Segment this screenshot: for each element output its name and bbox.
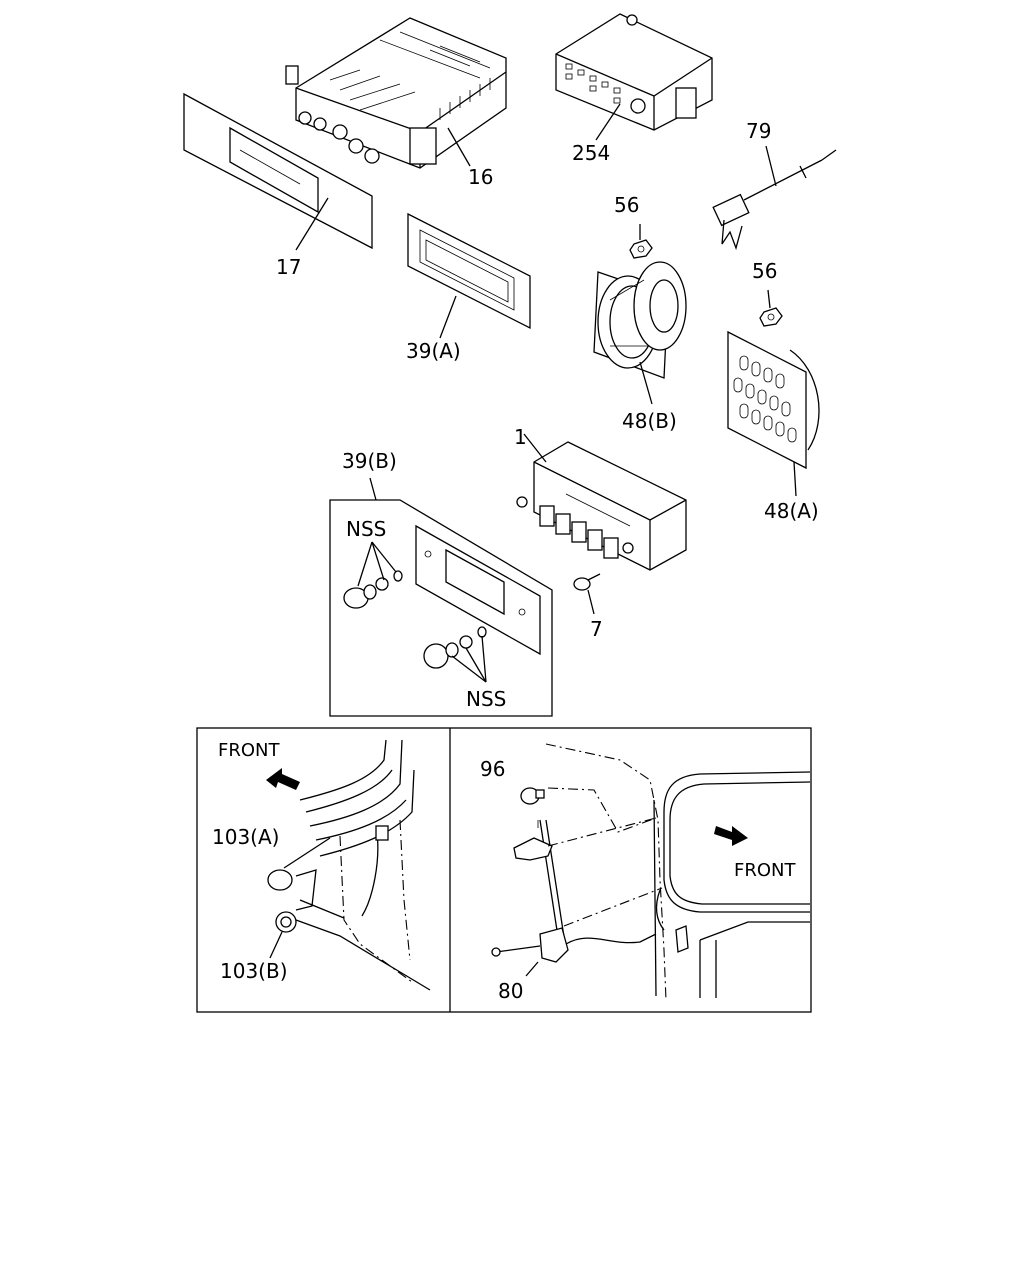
label-80: 80 xyxy=(498,979,523,1003)
label-17: 17 xyxy=(276,255,301,279)
label-48a: 48(A) xyxy=(764,499,819,523)
label-7: 7 xyxy=(590,617,603,641)
part-7-screw[interactable] xyxy=(573,573,601,591)
label-39b: 39(B) xyxy=(342,449,397,473)
label-56-upper: 56 xyxy=(614,193,639,217)
label-48b: 48(B) xyxy=(622,409,677,433)
part-48a-speaker-grille[interactable] xyxy=(727,330,820,470)
label-nss-lower: NSS xyxy=(466,687,506,711)
label-1: 1 xyxy=(514,425,527,449)
label-front-left: FRONT xyxy=(218,740,280,761)
label-front-right: FRONT xyxy=(734,860,796,881)
part-39b-panel-box[interactable] xyxy=(329,499,553,717)
label-96: 96 xyxy=(480,757,505,781)
part-79-antenna-lead[interactable] xyxy=(712,149,837,251)
detail-right-window xyxy=(545,743,811,1001)
front-arrow-right xyxy=(714,826,748,846)
front-arrow-left xyxy=(266,768,300,790)
part-80-antenna-mast[interactable] xyxy=(491,819,657,963)
antenna-dash-lines xyxy=(547,787,663,927)
label-16: 16 xyxy=(468,165,493,189)
part-56-nut-upper[interactable] xyxy=(629,239,653,259)
part-254-tuner-unit[interactable] xyxy=(555,13,713,131)
part-103b-grommet[interactable] xyxy=(275,911,297,933)
part-96-screw[interactable] xyxy=(520,787,545,805)
detail-left-pillar xyxy=(295,739,431,991)
label-254: 254 xyxy=(572,141,610,165)
part-103a-cap[interactable] xyxy=(267,869,293,891)
leader-lines xyxy=(295,103,797,615)
detail-panels xyxy=(196,727,812,1013)
label-103b: 103(B) xyxy=(220,959,288,983)
leader-103a xyxy=(283,837,331,869)
part-48b-speaker[interactable] xyxy=(593,261,687,379)
part-56-nut-lower[interactable] xyxy=(759,307,783,327)
part-17-bezel[interactable] xyxy=(183,92,373,250)
label-39a: 39(A) xyxy=(406,339,461,363)
leader-80 xyxy=(525,961,539,977)
part-39a-trim-plate[interactable] xyxy=(407,212,531,330)
part-1-audio-unit[interactable] xyxy=(516,441,687,571)
label-56-lower: 56 xyxy=(752,259,777,283)
leader-103b xyxy=(269,931,283,959)
label-79: 79 xyxy=(746,119,771,143)
part-16-radio-unit[interactable] xyxy=(285,17,507,169)
label-nss-upper: NSS xyxy=(346,517,386,541)
label-103a: 103(A) xyxy=(212,825,279,849)
